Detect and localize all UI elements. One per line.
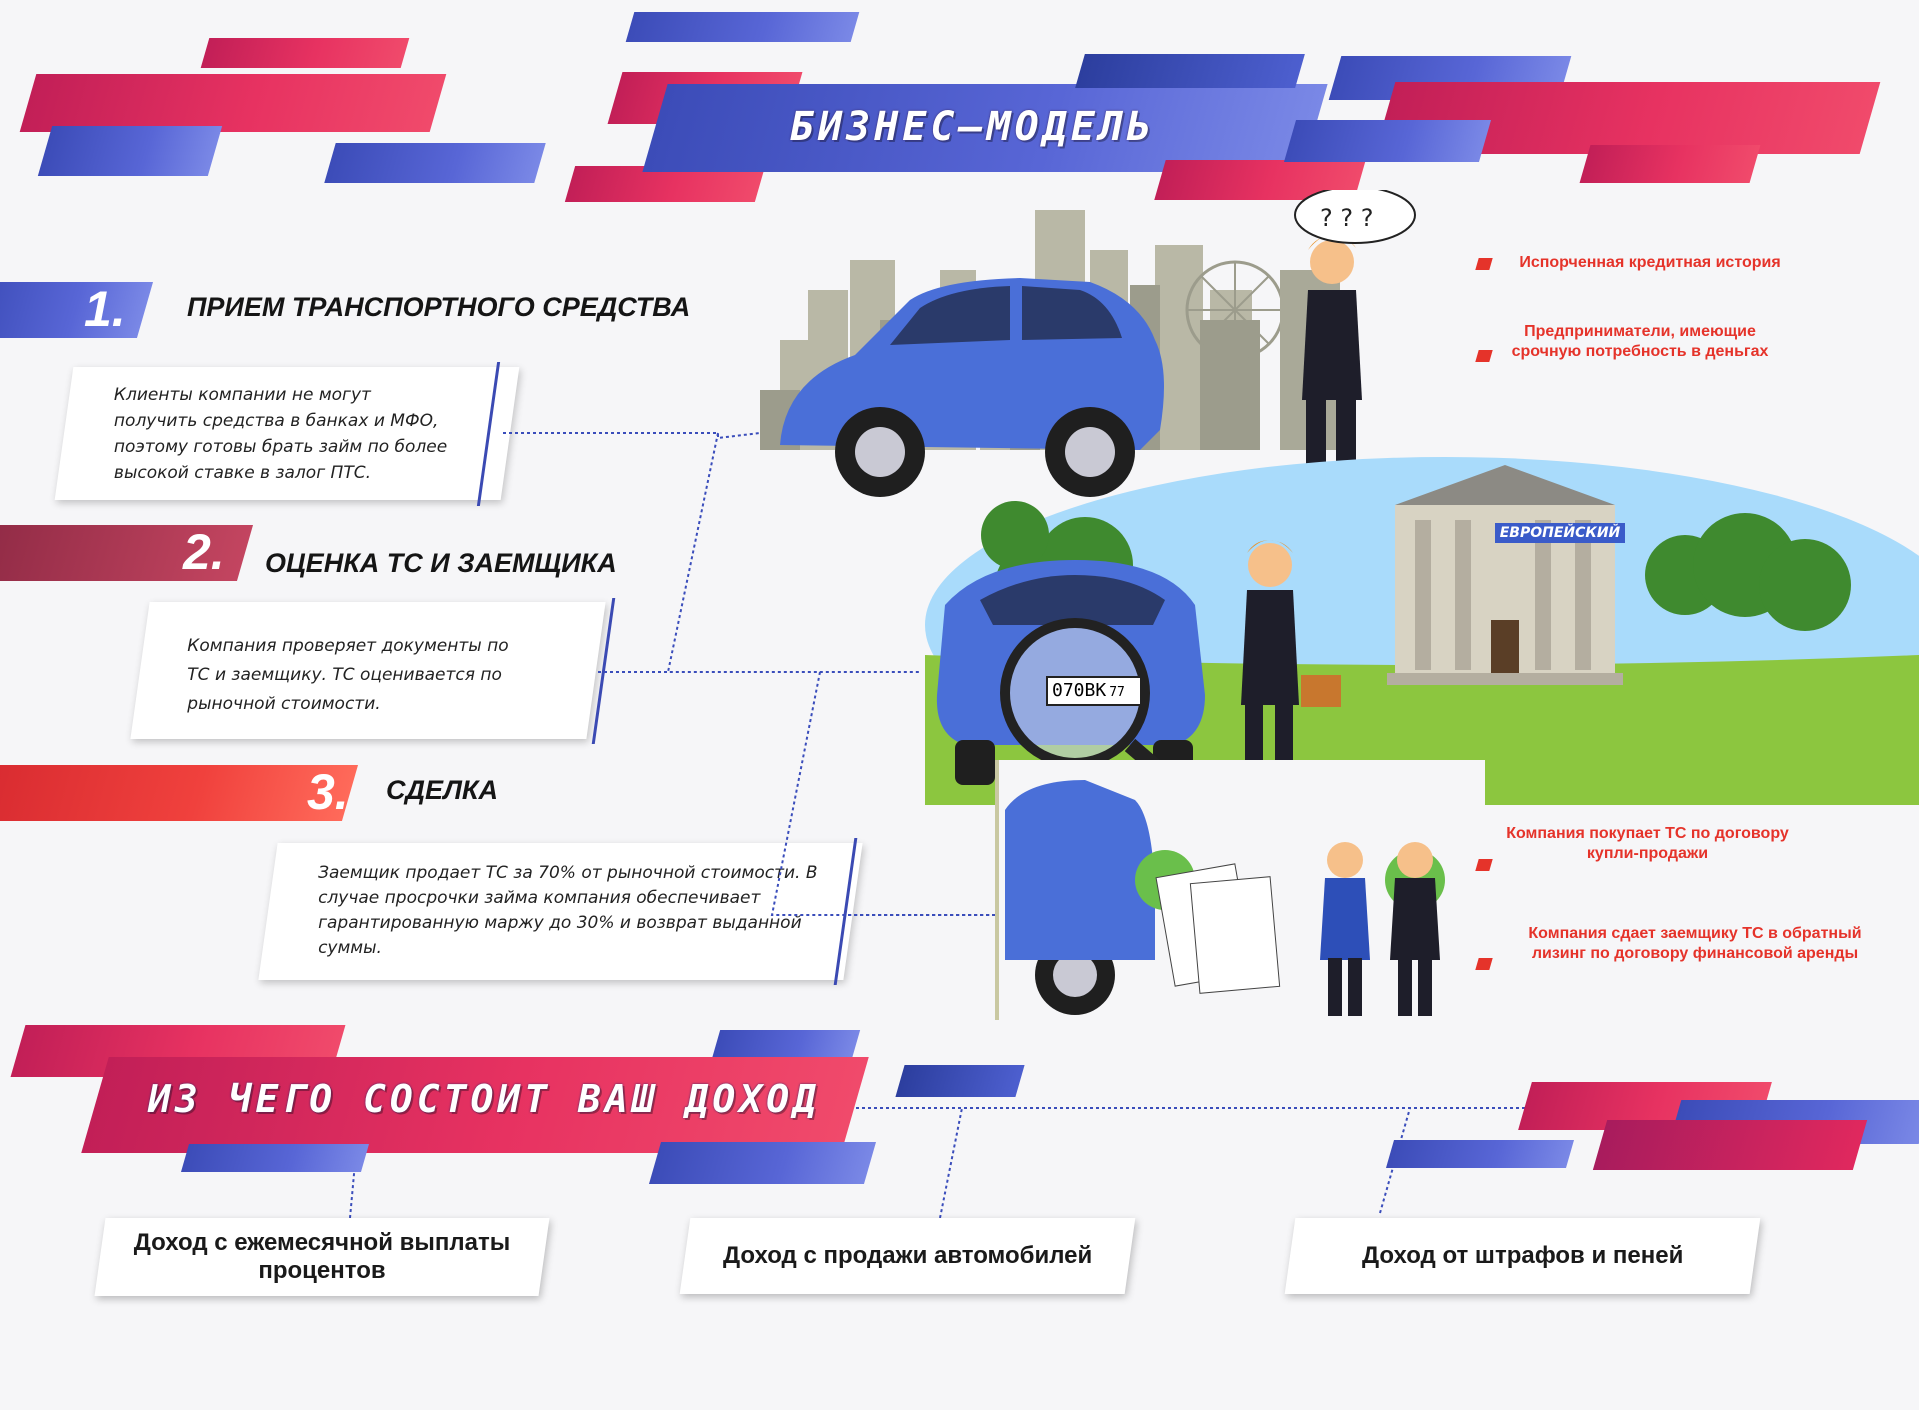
income-item-label: Доход от штрафов и пеней xyxy=(1361,1242,1684,1269)
income-item-penalties: Доход от штрафов и пеней xyxy=(1284,1218,1761,1294)
step-1-text: Клиенты компании не могут получить средс… xyxy=(113,385,448,483)
note-credit-history: Испорченная кредитная история xyxy=(1519,254,1781,271)
note-marker xyxy=(1475,350,1493,362)
income-title: ИЗ ЧЕГО СОСТОИТ ВАШ ДОХОД xyxy=(148,1077,820,1121)
plate-region: 77 xyxy=(1109,685,1125,700)
note-marker xyxy=(1475,258,1493,270)
income-item-label: Доход с продажи автомобилей xyxy=(722,1242,1093,1269)
plate-number: 070ВК xyxy=(1052,680,1107,701)
step-2-text: Компания проверяет документы по ТС и зае… xyxy=(187,636,509,714)
step-2-number: 2. xyxy=(183,524,225,580)
income-item-interest: Доход с ежемесячной выплаты процентов xyxy=(94,1218,550,1296)
bank-sign: ЕВРОПЕЙСКИЙ xyxy=(1495,523,1625,543)
decor-stripe xyxy=(625,12,860,42)
step-1-card: Клиенты компании не могут получить средс… xyxy=(54,367,520,500)
decor-stripe xyxy=(895,1065,1025,1097)
note-purchase: Компания покупает ТС по договору купли-п… xyxy=(1506,825,1789,862)
step-3-title: СДЕЛКА xyxy=(386,775,498,805)
decor-stripe xyxy=(1579,145,1761,183)
decor-stripe xyxy=(1075,54,1305,88)
decor-stripe xyxy=(180,1144,370,1172)
decor-stripe xyxy=(648,1142,877,1184)
svg-text:? ? ?: ? ? ? xyxy=(1320,204,1373,232)
step-2-card: Компания проверяет документы по ТС и зае… xyxy=(130,602,606,739)
income-item-label: Доход с ежемесячной выплаты процентов xyxy=(133,1229,511,1284)
decor-stripe xyxy=(1385,1140,1575,1168)
note-marker xyxy=(1475,958,1493,970)
step-1-number: 1. xyxy=(84,281,126,337)
step-3-banner xyxy=(0,765,359,821)
decor-stripe xyxy=(324,143,546,183)
note-entrepreneurs: Предприниматели, имеющие срочную потребн… xyxy=(1511,323,1769,360)
decor-stripe xyxy=(200,38,410,68)
step-2-title: ОЦЕНКА ТС И ЗАЕМЩИКА xyxy=(265,548,617,578)
step-1-title: ПРИЕМ ТРАНСПОРТНОГО СРЕДСТВА xyxy=(187,292,691,322)
note-leasing: Компания сдает заемщику ТС в обратный ли… xyxy=(1528,925,1862,962)
decor-stripe xyxy=(1283,120,1492,162)
decor-stripe xyxy=(37,126,223,176)
step-3-number: 3. xyxy=(307,764,349,820)
step-1-banner xyxy=(0,282,154,338)
step-3-text: Заемщик продает ТС за 70% от рыночной ст… xyxy=(318,863,818,958)
deal-illustration xyxy=(995,760,1485,1020)
page-title: БИЗНЕС–МОДЕЛЬ xyxy=(790,104,1156,150)
note-marker xyxy=(1475,859,1493,871)
step-3-card: Заемщик продает ТС за 70% от рыночной ст… xyxy=(258,843,863,980)
decor-stripe xyxy=(1592,1120,1868,1170)
decor-stripe xyxy=(19,74,447,132)
income-item-car-sales: Доход с продажи автомобилей xyxy=(679,1218,1136,1294)
